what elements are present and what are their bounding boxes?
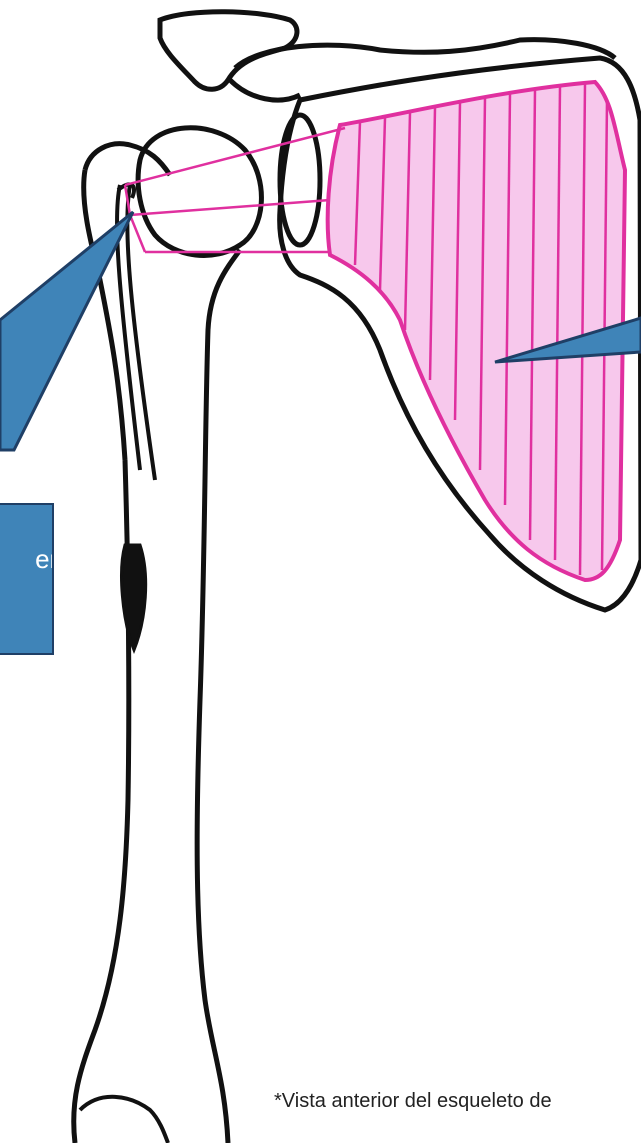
callout-pointer-left [0,212,133,450]
humeral-head [138,128,261,256]
greater-tubercle [85,144,170,175]
distal-condyle [80,1097,168,1143]
glenoid-cavity [280,115,320,245]
callout-text: en [35,543,54,575]
figure-caption: *Vista anterior del esqueleto de [274,1089,552,1113]
humerus-shaft-right [197,250,240,1143]
coracoid-outline [230,80,300,100]
tendon-line-middle [130,200,330,215]
deltoid-tuberosity [122,545,146,650]
callout-box-left: en [0,503,54,655]
